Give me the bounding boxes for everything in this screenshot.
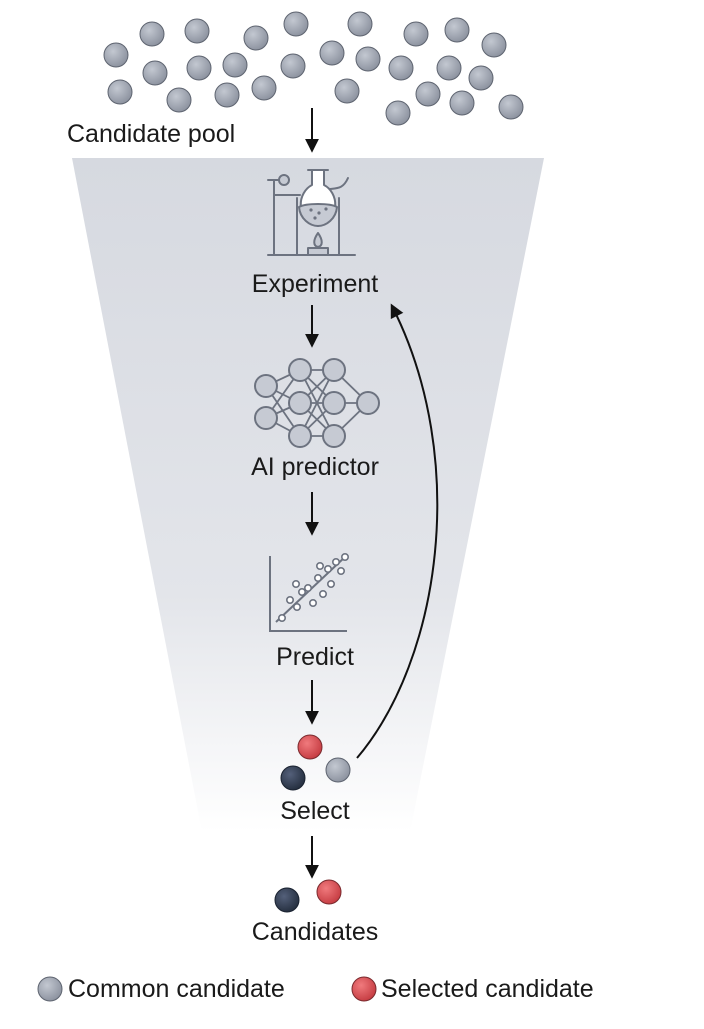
nn-node xyxy=(322,358,346,382)
nn-node xyxy=(322,391,346,415)
pool-candidate-sphere xyxy=(142,60,168,86)
pool-candidate-sphere xyxy=(280,53,306,79)
nn-node xyxy=(322,424,346,448)
pool-candidate-sphere xyxy=(222,52,248,78)
pool-candidate-sphere xyxy=(449,90,475,116)
scatter-point xyxy=(277,613,286,622)
nn-connection xyxy=(299,369,335,437)
funnel-background xyxy=(72,158,544,832)
nn-node xyxy=(288,391,312,415)
pool-candidate-sphere xyxy=(243,25,269,51)
pool-candidate-sphere xyxy=(283,11,309,37)
legend-selected-label: Selected candidate xyxy=(381,975,594,1003)
nn-node xyxy=(356,391,380,415)
pool-candidate-sphere xyxy=(103,42,129,68)
label-candidate-pool: Candidate pool xyxy=(67,120,236,148)
scatter-point xyxy=(336,566,345,575)
scatter-point xyxy=(315,561,324,570)
pool-candidate-sphere xyxy=(436,55,462,81)
pool-candidate-sphere xyxy=(107,79,133,105)
scatter-point xyxy=(318,589,327,598)
scatter-point xyxy=(292,602,301,611)
feedback-loop-arrow xyxy=(356,303,439,759)
pool-candidate-sphere xyxy=(481,32,507,58)
dark-candidate-sphere xyxy=(280,765,306,791)
selected-candidate-sphere xyxy=(297,734,323,760)
pool-candidate-sphere xyxy=(468,65,494,91)
legend-common-swatch xyxy=(37,976,63,1002)
common-candidate-sphere xyxy=(325,757,351,783)
scatter-plot-icon xyxy=(269,552,349,632)
label-candidates: Candidates xyxy=(251,918,379,946)
pool-candidate-sphere xyxy=(385,100,411,126)
scatter-point xyxy=(326,579,335,588)
scatter-point xyxy=(291,579,300,588)
pool-candidate-sphere xyxy=(444,17,470,43)
label-predict: Predict xyxy=(276,643,354,671)
pool-candidate-sphere xyxy=(355,46,381,72)
pool-candidate-sphere xyxy=(388,55,414,81)
scatter-point xyxy=(331,557,340,566)
scatter-point xyxy=(297,587,306,596)
selected-candidate-sphere xyxy=(316,879,342,905)
nn-node xyxy=(254,374,278,398)
legend-selected-swatch xyxy=(351,976,377,1002)
select-spheres xyxy=(280,734,351,791)
lab-flask-burner-icon xyxy=(267,169,356,256)
pool-candidate-sphere xyxy=(139,21,165,47)
pool-candidate-sphere xyxy=(214,82,240,108)
label-select: Select xyxy=(280,797,350,825)
neural-network-icon xyxy=(254,358,380,448)
nn-node xyxy=(254,406,278,430)
candidate-pool-cluster xyxy=(103,11,524,126)
flow-arrows xyxy=(305,108,439,879)
pool-candidate-sphere xyxy=(334,78,360,104)
scatter-point xyxy=(308,598,317,607)
legend-common-label: Common candidate xyxy=(68,975,285,1003)
pool-candidate-sphere xyxy=(184,18,210,44)
scatter-point xyxy=(303,583,312,592)
label-experiment: Experiment xyxy=(251,270,379,298)
pool-candidate-sphere xyxy=(498,94,524,120)
pool-candidate-sphere xyxy=(415,81,441,107)
scatter-point xyxy=(323,564,332,573)
nn-node xyxy=(288,424,312,448)
pool-candidate-sphere xyxy=(166,87,192,113)
scatter-point xyxy=(340,552,349,561)
final-candidate-spheres xyxy=(274,879,342,913)
pool-candidate-sphere xyxy=(186,55,212,81)
nn-node xyxy=(288,358,312,382)
dark-candidate-sphere xyxy=(274,887,300,913)
pool-candidate-sphere xyxy=(319,40,345,66)
pool-candidate-sphere xyxy=(347,11,373,37)
scatter-point xyxy=(285,595,294,604)
pool-candidate-sphere xyxy=(403,21,429,47)
scatter-point xyxy=(313,573,322,582)
pool-candidate-sphere xyxy=(251,75,277,101)
label-ai-predictor: AI predictor xyxy=(251,453,379,481)
